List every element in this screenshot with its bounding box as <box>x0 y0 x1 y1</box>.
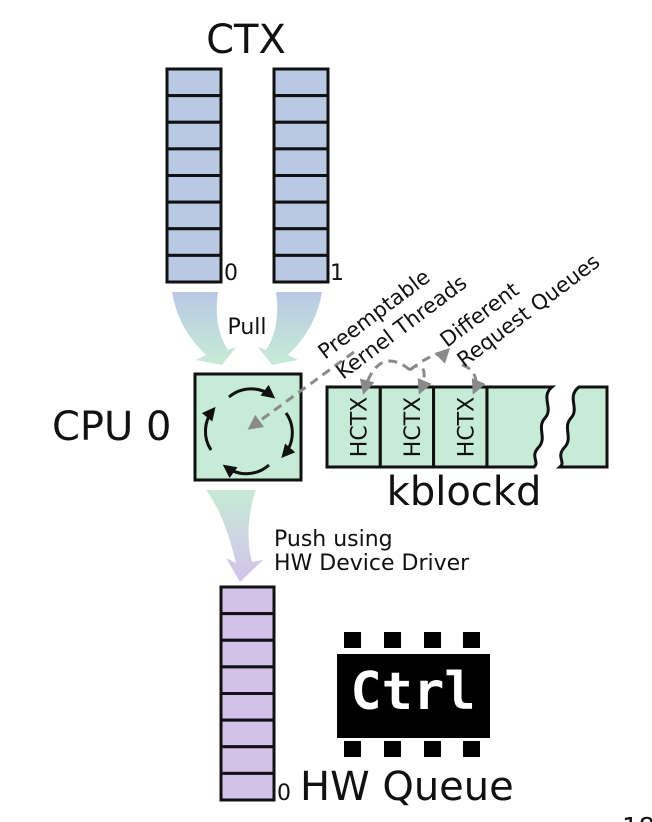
chip-pin <box>463 741 480 757</box>
hw-queue-slot <box>219 771 276 802</box>
ctx-queue-0-slot <box>165 227 223 257</box>
pull-arrow-left <box>172 292 236 365</box>
ctx-queue-1-slot <box>272 227 330 257</box>
ctx-title: CTX <box>206 17 286 63</box>
ctx-queue-1-slot <box>272 147 330 177</box>
hw-queue-slot <box>219 638 276 669</box>
push-label-line2: HW Device Driver <box>274 551 470 576</box>
ctx-queue-0-slot <box>165 174 223 204</box>
controller-chip-icon <box>337 632 490 757</box>
ctx-queue-1-slot <box>272 174 330 204</box>
hw-queue-slot <box>219 665 276 695</box>
page-number: 18 <box>622 813 652 822</box>
ctx-queue-0 <box>165 67 223 284</box>
hw-queue-label: HW Queue <box>300 764 514 810</box>
kblockd-tail-right <box>555 385 609 469</box>
ctx-queue-1-slot <box>272 120 330 151</box>
hw-queue-slot <box>219 612 276 642</box>
ctx-queue-0-slot <box>165 94 223 124</box>
ctrl-chip-label: Ctrl <box>350 662 475 722</box>
ctx-queue-1-slot <box>272 200 330 231</box>
ctx-queue-0-slot <box>165 67 223 98</box>
chip-pin <box>344 741 361 757</box>
push-label-line1: Push using <box>274 527 393 552</box>
ctx-queue-0-slot <box>165 253 223 284</box>
hctx-cell-label: HCTX <box>348 397 373 457</box>
cycle-arrows-icon <box>201 384 296 479</box>
hctx-cell-label: HCTX <box>454 397 479 457</box>
pull-arrow-right <box>258 292 322 365</box>
hw-queue-slot <box>219 585 276 616</box>
ctx-queue-0-slot <box>165 147 223 177</box>
chip-pin <box>424 741 441 757</box>
hctx-cell <box>432 385 489 469</box>
kblockd-tail-left <box>485 385 557 469</box>
ctx-queue-1-slot <box>272 67 330 98</box>
hctx-cell <box>325 385 382 469</box>
chip-pin <box>463 632 480 648</box>
ctx-queue-1-index: 1 <box>330 261 344 286</box>
kblockd-label: kblockd <box>387 469 542 515</box>
chip-body <box>337 654 490 738</box>
ctx-queue-1-slot <box>272 94 330 124</box>
hw-queue-index: 0 <box>277 781 291 806</box>
chip-pin <box>344 632 361 648</box>
hctx-row: HCTX HCTX HCTX <box>325 385 489 469</box>
chip-pin <box>384 632 401 648</box>
hw-queue-slot <box>219 745 276 775</box>
ctx-queue-0-index: 0 <box>224 261 238 286</box>
chip-pin <box>424 632 441 648</box>
chip-pin <box>384 741 401 757</box>
hctx-cell-label: HCTX <box>401 397 426 457</box>
hw-queue-slot <box>219 692 276 722</box>
cpu-label: CPU 0 <box>52 404 172 450</box>
ctx-queue-1-slot <box>272 253 330 284</box>
ctx-queue-1 <box>272 67 330 284</box>
pull-label: Pull <box>227 315 266 340</box>
hctx-cell <box>378 385 436 469</box>
ctx-queue-0-slot <box>165 200 223 231</box>
push-arrow <box>206 490 263 582</box>
dashed-arrows <box>247 347 486 430</box>
ctx-queue-0-slot <box>165 120 223 151</box>
hw-queue-slot <box>219 718 276 749</box>
hw-queue <box>219 585 276 802</box>
